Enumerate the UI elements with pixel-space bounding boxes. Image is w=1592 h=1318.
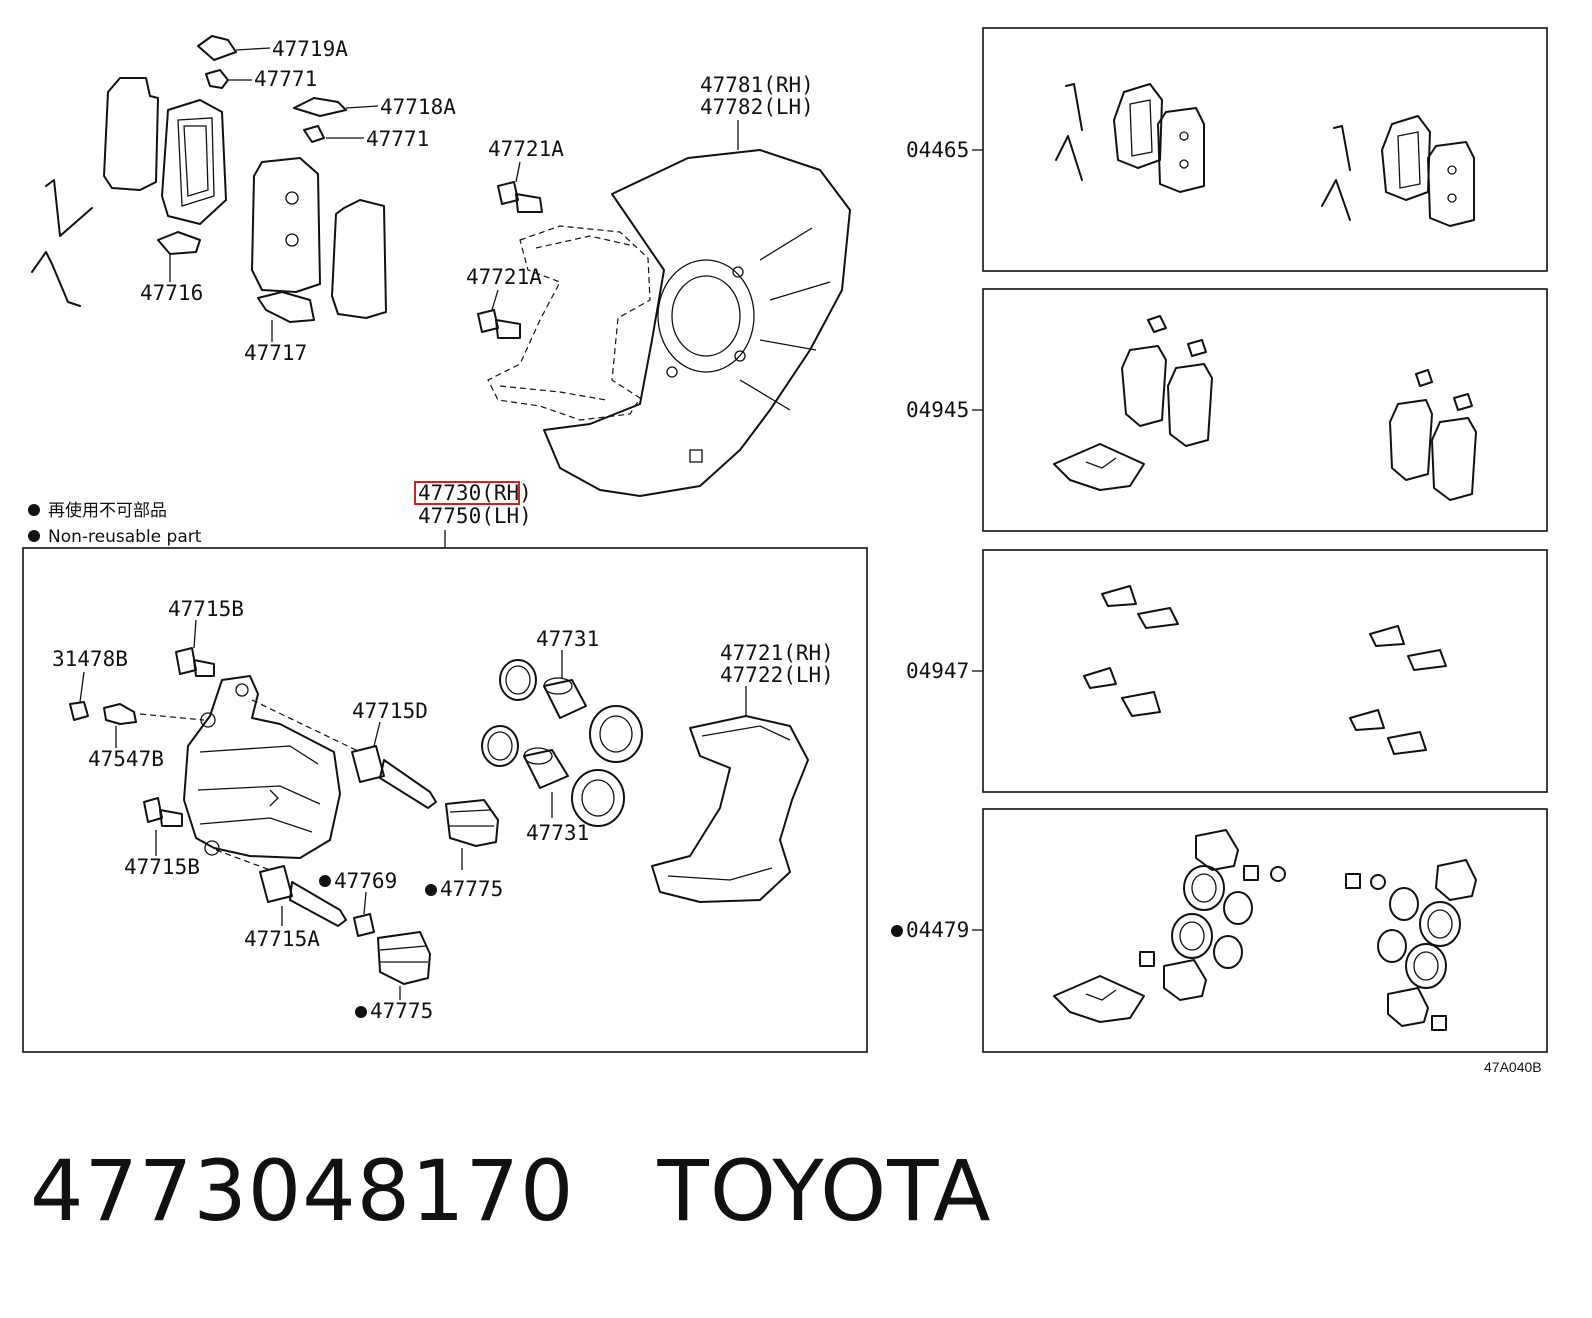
label-47715A[interactable]: 47715A: [244, 927, 320, 951]
kit-frame-04945: [982, 288, 1548, 532]
kit-04947-illustration: [1083, 585, 1447, 755]
dust-shield-illustration: [543, 120, 851, 497]
non-reusable-dot-icon: [891, 925, 903, 937]
label-47771-lower[interactable]: 47771: [366, 127, 429, 151]
label-47771-upper[interactable]: 47771: [254, 67, 317, 91]
label-47718A[interactable]: 47718A: [380, 95, 456, 119]
kit-frame-04947: [982, 549, 1548, 793]
kit-frame-04479: [982, 808, 1548, 1053]
label-47775-lower[interactable]: 47775: [370, 999, 433, 1023]
mounting-bolt-illustration: [477, 161, 543, 339]
non-reusable-dot-icon: [319, 875, 331, 887]
kit-04945-illustration: [1053, 315, 1477, 501]
footer-part-number: 4773048170: [30, 1142, 575, 1240]
piston-seal-illustration: [481, 650, 643, 827]
caliper-mounting-illustration: [651, 686, 809, 903]
label-47731-lower[interactable]: 47731: [526, 821, 589, 845]
non-reusable-dot-icon: [355, 1006, 367, 1018]
label-47769[interactable]: 47769: [334, 869, 397, 893]
label-47721-rh[interactable]: 47721(RH): [720, 641, 834, 665]
legend-dot-icon: [28, 504, 40, 516]
label-47731-upper[interactable]: 47731: [536, 627, 599, 651]
label-47547B[interactable]: 47547B: [88, 747, 164, 771]
label-47781-rh[interactable]: 47781(RH): [700, 73, 814, 97]
label-47715D[interactable]: 47715D: [352, 699, 428, 723]
kit-04479-illustration: [1053, 829, 1477, 1031]
caliper-hardware-illustration: [69, 619, 499, 1000]
pad-kit-illustration: [31, 35, 387, 342]
label-47721A-lower[interactable]: 47721A: [466, 265, 542, 289]
diagram-reference: 47A040B: [1484, 1059, 1542, 1075]
legend: 再使用不可部品 Non-reusable part: [28, 500, 202, 547]
label-47730-rh[interactable]: 47730(RH): [418, 481, 532, 505]
label-47715B-upper[interactable]: 47715B: [168, 597, 244, 621]
label-kit-04947[interactable]: 04947: [906, 659, 969, 683]
label-kit-04945[interactable]: 04945: [906, 398, 969, 422]
label-47716[interactable]: 47716: [140, 281, 203, 305]
label-47721A-upper[interactable]: 47721A: [488, 137, 564, 161]
label-47719A[interactable]: 47719A: [272, 37, 348, 61]
label-47750-lh[interactable]: 47750(LH): [418, 504, 532, 528]
label-47775-upper[interactable]: 47775: [440, 877, 503, 901]
label-47722-lh[interactable]: 47722(LH): [720, 663, 834, 687]
caliper-body-illustration: [139, 675, 361, 871]
kit-04465-illustration: [1055, 83, 1475, 227]
part-title: 4773048170 TOYOTA: [30, 1142, 991, 1240]
highlight-box: [414, 481, 520, 505]
label-47715B-lower[interactable]: 47715B: [124, 855, 200, 879]
legend-dot-icon: [28, 530, 40, 542]
label-kit-04479[interactable]: 04479: [906, 918, 969, 942]
kit-frame-04465: [982, 27, 1548, 272]
non-reusable-dot-icon: [425, 884, 437, 896]
label-47782-lh[interactable]: 47782(LH): [700, 95, 814, 119]
label-31478B[interactable]: 31478B: [52, 647, 128, 671]
label-kit-04465[interactable]: 04465: [906, 138, 969, 162]
footer-brand: TOYOTA: [657, 1142, 992, 1240]
label-47717[interactable]: 47717: [244, 341, 307, 365]
part-number-labels: 47719A 47771 47718A 47771 47716 47717 47…: [52, 37, 1542, 1075]
legend-text-en: Non-reusable part: [48, 527, 202, 547]
legend-text-jp: 再使用不可部品: [48, 500, 167, 521]
caliper-bracket-illustration: [487, 225, 651, 421]
